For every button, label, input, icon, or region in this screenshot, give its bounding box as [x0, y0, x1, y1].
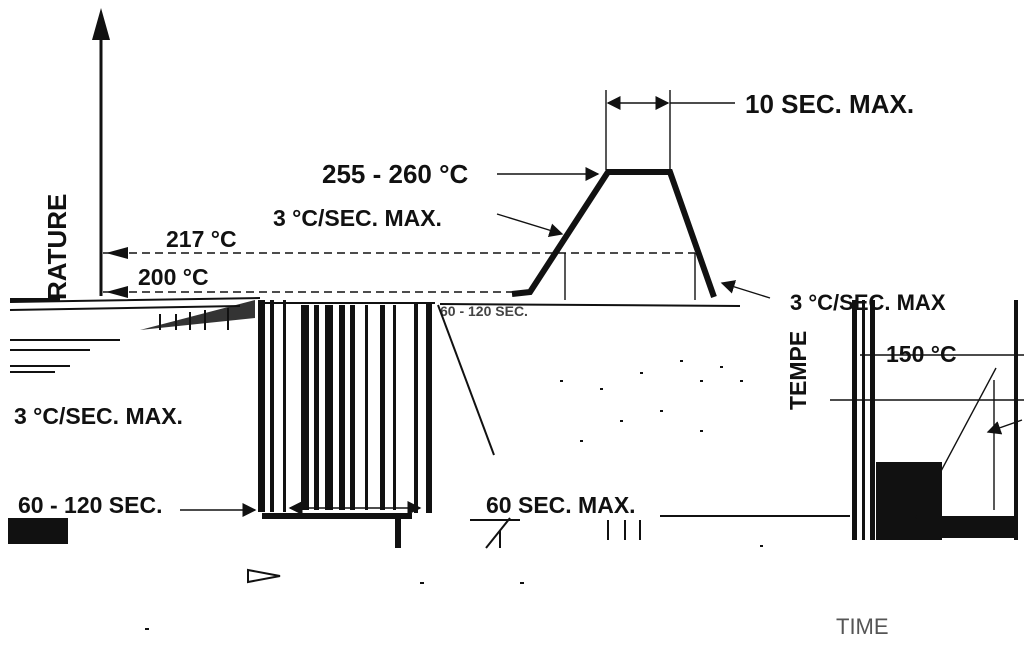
glitch-label: 60 - 120 SEC. [440, 303, 528, 319]
arrow-200-icon [106, 286, 128, 298]
glitch-bottom-diagonal [485, 517, 511, 549]
right-ramp-line [915, 367, 997, 519]
glitch-bottom-marks [470, 515, 850, 548]
label-ramp-down-right: 3 °C/SEC. MAX [790, 290, 946, 315]
glitch-block [10, 298, 60, 302]
glitch-dark-block [8, 518, 68, 544]
y-axis-fragment: RATURE [42, 194, 72, 300]
glitch-right-bars [852, 300, 1018, 540]
label-217: 217 °C [166, 226, 237, 252]
small-arrow-icon [247, 568, 281, 584]
glitch-band-lines [9, 297, 741, 311]
glitch-wedge [140, 300, 255, 330]
arrow-217-icon [106, 247, 128, 259]
label-soak-time: 60 - 120 SEC. [18, 492, 162, 518]
glitch-marks-left [10, 339, 120, 373]
y-axis-fragment-right: TEMPE [785, 331, 811, 410]
ramp-down-arrow [720, 280, 771, 299]
label-time: TIME [836, 614, 889, 639]
ramp-up-arrow [496, 213, 564, 237]
reflow-profile-curve [511, 169, 717, 298]
label-150: 150 °C [886, 341, 957, 367]
label-ramp-up: 3 °C/SEC. MAX. [273, 205, 442, 231]
label-200: 200 °C [138, 264, 209, 290]
label-above-liquidus: 60 SEC. MAX. [486, 492, 636, 518]
axis-arrow-icon [92, 8, 110, 40]
label-peak-dwell: 10 SEC. MAX. [745, 89, 914, 119]
label-ramp-down-fragment: 3 °C/SEC. MAX. [14, 403, 183, 429]
glitch-diagonal [437, 304, 495, 456]
right-arrow [986, 419, 1023, 435]
glitch-speckles [145, 360, 763, 630]
glitch-vertical-bars [258, 300, 432, 548]
label-peak-temp: 255 - 260 °C [322, 159, 468, 189]
